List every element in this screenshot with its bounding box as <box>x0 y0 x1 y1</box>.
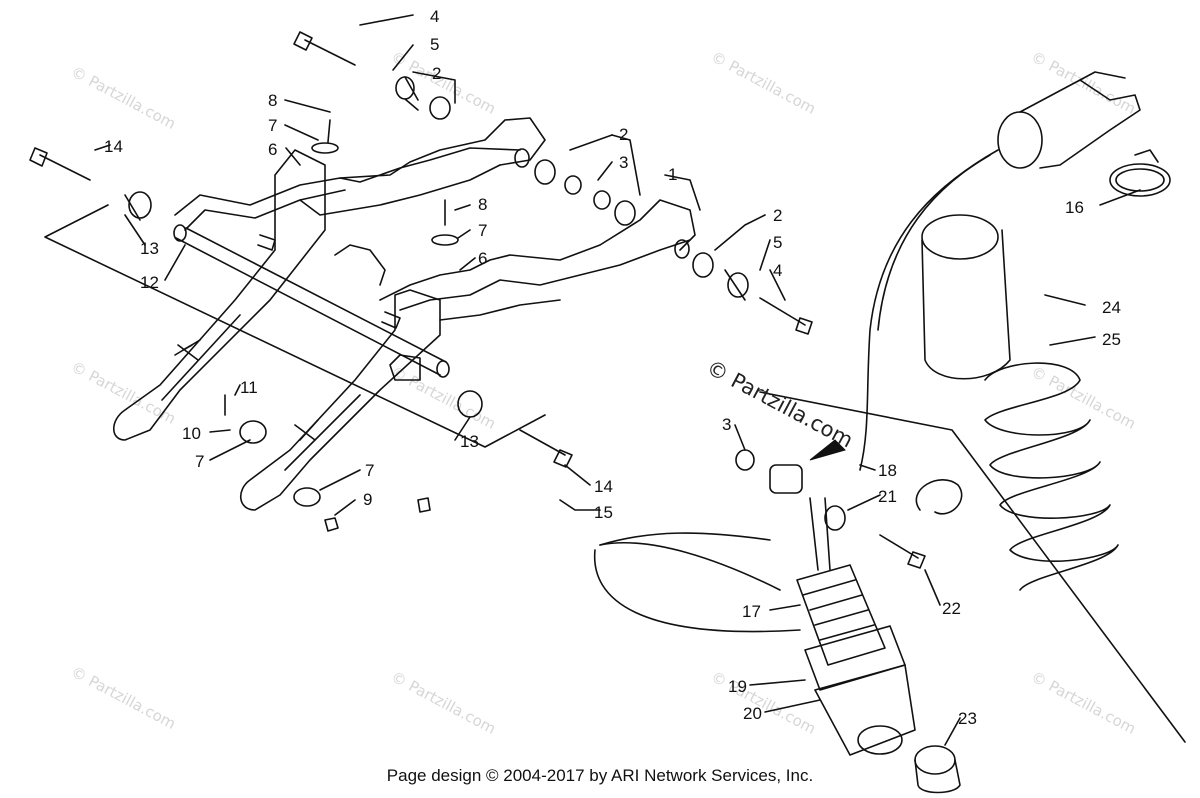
watermark-layer: © Partzilla.com © Partzilla.com © Partzi… <box>68 48 1139 738</box>
callout-8: 8 <box>478 195 487 214</box>
callout-1: 1 <box>668 165 677 184</box>
hose-clamp <box>1109 149 1171 197</box>
watermark: © Partzilla.com <box>388 363 499 433</box>
callout-7: 7 <box>365 461 374 480</box>
reservoir-hose <box>593 149 999 633</box>
watermark: © Partzilla.com <box>388 668 499 738</box>
callout-6: 6 <box>268 140 277 159</box>
callout-4: 4 <box>430 7 439 26</box>
callout-12: 12 <box>140 273 159 292</box>
callout-14: 14 <box>594 477 613 496</box>
callout-10: 10 <box>182 424 201 443</box>
callout-2: 2 <box>773 206 782 225</box>
callout-2: 2 <box>619 125 628 144</box>
page-footer-credit: Page design © 2004-2017 by ARI Network S… <box>386 766 814 785</box>
callout-7: 7 <box>268 116 277 135</box>
spring-cover <box>921 214 1011 380</box>
left-link-arm <box>112 149 326 441</box>
right-link-arm <box>240 289 441 511</box>
shock-absorber <box>769 464 916 756</box>
snap-ring <box>915 479 963 515</box>
watermark: © Partzilla.com <box>1028 668 1139 738</box>
cross-shaft <box>173 224 450 378</box>
callout-18: 18 <box>878 461 897 480</box>
assembly-outline <box>44 204 1186 743</box>
callout-labels: 1 2 2 2 3 3 4 4 5 5 6 6 7 7 7 7 8 8 9 10… <box>104 7 1121 728</box>
partzilla-watermark: © Partzilla.com <box>703 355 857 461</box>
callout-24: 24 <box>1102 298 1121 317</box>
coil-spring <box>984 362 1119 591</box>
callout-13: 13 <box>460 432 479 451</box>
callout-5: 5 <box>430 35 439 54</box>
callout-14: 14 <box>104 137 123 156</box>
callout-3: 3 <box>722 415 731 434</box>
leader-lines <box>94 14 1141 746</box>
watermark: © Partzilla.com <box>1028 363 1139 433</box>
callout-21: 21 <box>878 487 897 506</box>
watermark: © Partzilla.com <box>708 48 819 118</box>
callout-13: 13 <box>140 239 159 258</box>
callout-11: 11 <box>240 378 258 397</box>
shock-reservoir <box>997 71 1141 169</box>
callout-16: 16 <box>1065 198 1084 217</box>
hardware-parts <box>29 31 926 569</box>
watermark: © Partzilla.com <box>68 63 179 133</box>
watermark-main: © Partzilla.com <box>703 355 857 452</box>
watermark: © Partzilla.com <box>68 358 179 428</box>
callout-23: 23 <box>958 709 977 728</box>
callout-20: 20 <box>743 704 762 723</box>
callout-25: 25 <box>1102 330 1121 349</box>
callout-9: 9 <box>363 490 372 509</box>
callout-8: 8 <box>268 91 277 110</box>
callout-7: 7 <box>478 221 487 240</box>
callout-6: 6 <box>478 249 487 268</box>
shock-bushing <box>914 745 961 794</box>
callout-15: 15 <box>594 503 613 522</box>
watermark: © Partzilla.com <box>388 48 499 118</box>
frame-assembly <box>174 117 696 381</box>
callout-19: 19 <box>728 677 747 696</box>
callout-5: 5 <box>773 233 782 252</box>
watermark: © Partzilla.com <box>708 668 819 738</box>
callout-17: 17 <box>742 602 761 621</box>
callout-7: 7 <box>195 452 204 471</box>
callout-22: 22 <box>942 599 961 618</box>
watermark: © Partzilla.com <box>68 663 179 733</box>
callout-3: 3 <box>619 153 628 172</box>
callout-2: 2 <box>432 64 441 83</box>
callout-4: 4 <box>773 261 782 280</box>
watermark-arrow <box>809 439 846 461</box>
